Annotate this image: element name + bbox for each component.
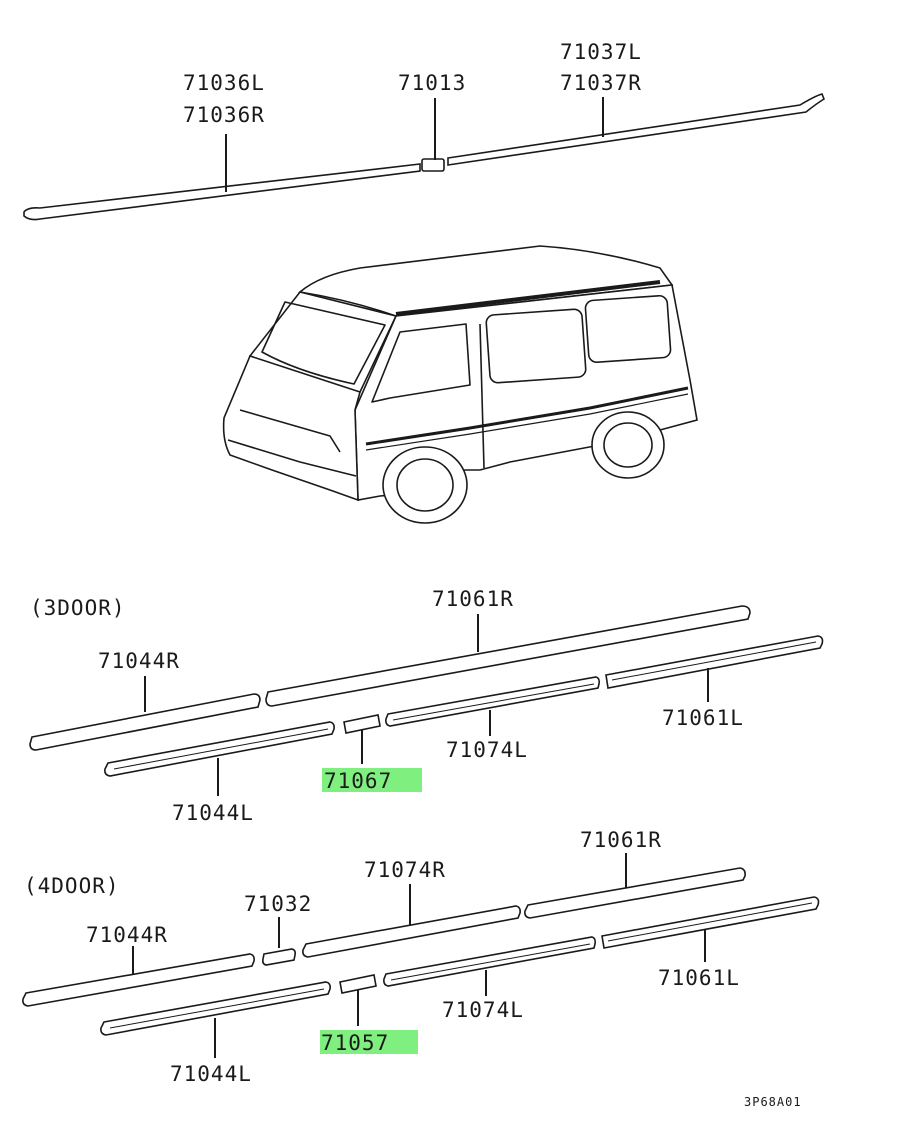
label-4door-71057[interactable]: 71057 (321, 1031, 389, 1055)
van-side-moulding (365, 386, 689, 446)
part-3door-71061L-groove (611, 641, 817, 681)
label-3door-71044R[interactable]: 71044R (98, 649, 180, 673)
label-71037L[interactable]: 71037L (560, 40, 642, 64)
label-4door-71074L[interactable]: 71074L (442, 998, 524, 1022)
part-4door-71044R[interactable] (22, 953, 255, 1007)
part-4door-71057[interactable] (339, 974, 377, 994)
highlight-4door (320, 1030, 418, 1054)
part-4door-71074L[interactable] (383, 936, 596, 987)
section-4door: (4DOOR) 71061R 71074R 71032 71044R 71061… (22, 828, 820, 1086)
part-4door-71061L-groove (607, 902, 813, 942)
label-71036L[interactable]: 71036L (183, 71, 265, 95)
label-4door-71061L[interactable]: 71061L (658, 966, 740, 990)
part-3door-71061R[interactable] (265, 605, 751, 707)
van-roof-drip (395, 280, 661, 316)
heading-4door: (4DOOR) (24, 874, 120, 898)
label-4door-71044R[interactable]: 71044R (86, 923, 168, 947)
roof-moulding-joint-part[interactable] (421, 158, 445, 172)
van-front-door-window (371, 323, 471, 403)
part-4door-71061R[interactable] (524, 867, 746, 919)
section-3door: (3DOOR) 71061R 71044R 71061L 71074L 7104… (29, 587, 824, 825)
part-3door-71044L-groove (113, 728, 329, 770)
van-windshield-inner (261, 301, 386, 385)
label-3door-71074L[interactable]: 71074L (446, 738, 528, 762)
part-3door-71044R[interactable] (29, 693, 261, 751)
van-rear-wheel-rim (603, 422, 653, 468)
part-3door-71074L[interactable] (385, 676, 600, 727)
label-3door-71044L[interactable]: 71044L (172, 801, 254, 825)
heading-3door: (3DOOR) (30, 596, 126, 620)
label-4door-71074R[interactable]: 71074R (364, 858, 446, 882)
van-mid-window (485, 308, 587, 384)
part-4door-71061L[interactable] (601, 896, 820, 949)
roof-moulding-left-part[interactable] (23, 163, 421, 221)
van-illustration (222, 245, 698, 524)
label-3door-71067[interactable]: 71067 (324, 769, 392, 793)
label-3door-71061R[interactable]: 71061R (432, 587, 514, 611)
part-4door-71074L-groove (390, 943, 591, 981)
van-roof (298, 245, 674, 317)
van-rear-wheel (591, 411, 665, 479)
label-71013[interactable]: 71013 (398, 71, 466, 95)
van-grille (239, 409, 341, 453)
van-door-line (479, 323, 485, 469)
label-71037R[interactable]: 71037R (560, 71, 642, 95)
figure-code: 3P68A01 (744, 1095, 802, 1109)
van-side-moulding-lower (365, 393, 689, 451)
roof-moulding-group: 71036L 71036R 71013 71037L 71037R (23, 40, 825, 221)
van-front-wheel (382, 446, 468, 524)
part-4door-71032[interactable] (262, 948, 296, 966)
part-3door-71067[interactable] (343, 714, 381, 734)
label-3door-71061L[interactable]: 71061L (662, 706, 744, 730)
part-4door-71044L-groove (109, 988, 325, 1029)
part-3door-71061L[interactable] (605, 635, 824, 689)
van-front-wheel-rim (396, 458, 454, 512)
van-body-side (354, 284, 698, 501)
part-3door-71074L-groove (392, 683, 595, 721)
van-bumper (227, 439, 357, 477)
label-4door-71032[interactable]: 71032 (244, 892, 312, 916)
highlight-3door (322, 768, 422, 792)
roof-moulding-right-part[interactable] (447, 93, 825, 166)
label-71036R[interactable]: 71036R (183, 103, 265, 127)
part-4door-71074R[interactable] (302, 905, 521, 958)
van-front (222, 355, 361, 502)
label-4door-71061R[interactable]: 71061R (580, 828, 662, 852)
label-4door-71044L[interactable]: 71044L (170, 1062, 252, 1086)
van-rear-window (584, 294, 672, 364)
